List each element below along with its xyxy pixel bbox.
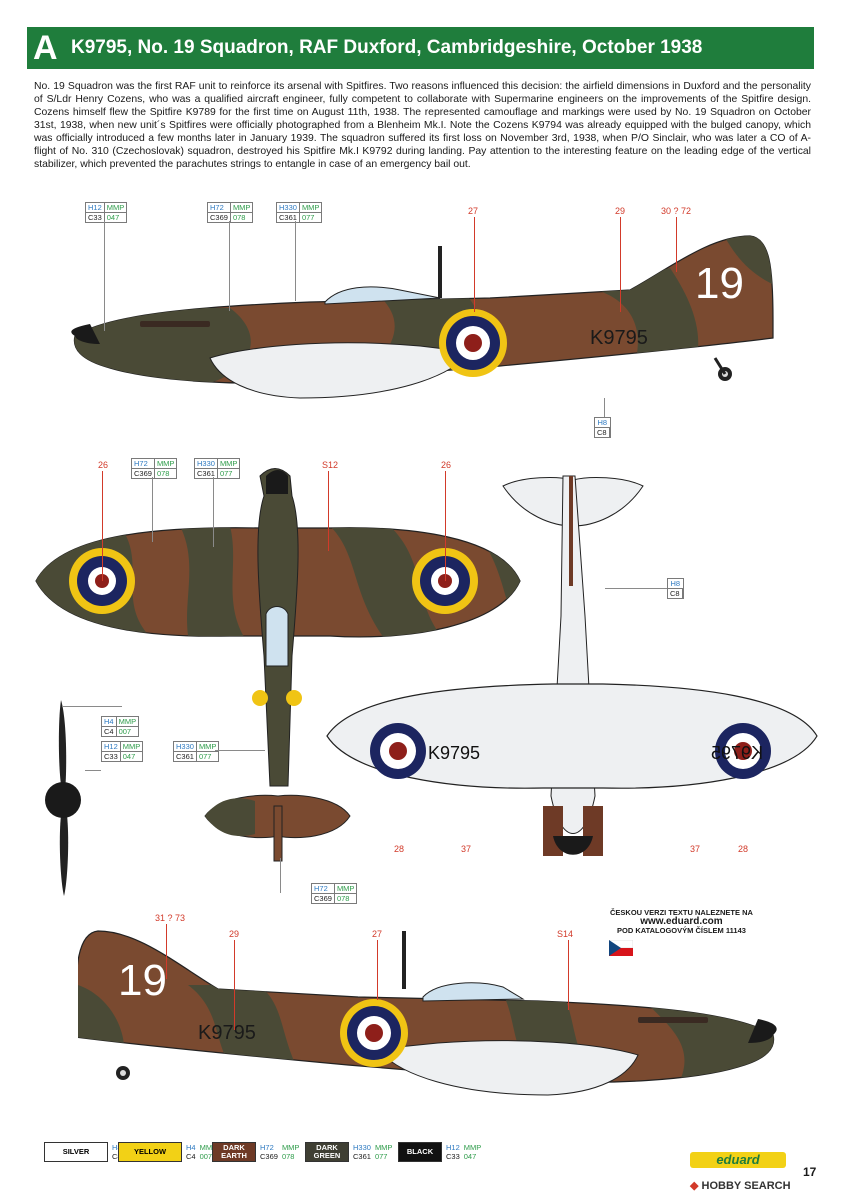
side-view-starboard: 19 K9795 <box>78 930 777 1096</box>
side-view-port: 19 K9795 <box>71 235 774 399</box>
legend-chip: SILVER <box>44 1142 108 1162</box>
profile-letter: A <box>33 29 58 67</box>
page-title: K9795, No. 19 Squadron, RAF Duxford, Cam… <box>71 37 703 58</box>
propeller-view <box>45 700 81 896</box>
squadron-code-bottom: 19 <box>118 956 167 1005</box>
marking-number: S14 <box>557 929 574 939</box>
legend-chip: DARK GREEN <box>305 1142 349 1162</box>
top-view-underside: K9795 K9795 <box>326 475 818 856</box>
page-number: 17 <box>803 1165 817 1179</box>
czech-note: ČESKOU VERZI TEXTU NALEZNETE NA www.edua… <box>610 908 753 935</box>
watermark-icon: ◆ <box>690 1180 699 1192</box>
marking-number: S12 <box>322 460 339 470</box>
squadron-code-top: 19 <box>695 259 744 308</box>
marking-number: 37 <box>690 844 701 854</box>
legend-chip: YELLOW <box>118 1142 182 1162</box>
czech-note-line1: ČESKOU VERZI TEXTU NALEZNETE NA <box>610 908 753 917</box>
marking-number: 29 <box>615 206 626 216</box>
serial-bottom: K9795 <box>198 1022 256 1044</box>
marking-number: 27 <box>468 206 479 216</box>
description-text: No. 19 Squadron was the first RAF unit t… <box>34 81 811 170</box>
czech-flag-icon <box>609 940 633 956</box>
czech-note-line2: POD KATALOGOVÝM ČÍSLEM 11143 <box>617 926 746 935</box>
brand-logo: eduard <box>690 1152 786 1168</box>
marking-number: 28 <box>738 844 749 854</box>
serial-under-right: K9795 <box>711 743 763 763</box>
website-link[interactable]: www.eduard.com <box>640 916 723 927</box>
serial-top: K9795 <box>590 327 648 349</box>
serial-under-left: K9795 <box>428 743 480 763</box>
marking-number: 27 <box>372 929 383 939</box>
marking-number: 30 ? 72 <box>661 206 692 216</box>
top-view-upper <box>35 468 521 862</box>
title-banner: A K9795, No. 19 Squadron, RAF Duxford, C… <box>27 27 814 69</box>
watermark: ◆ HOBBY SEARCH <box>690 1180 791 1192</box>
marking-number: 26 <box>98 460 109 470</box>
marking-number: 26 <box>441 460 452 470</box>
marking-number: 28 <box>394 844 405 854</box>
marking-number: 29 <box>229 929 240 939</box>
marking-number: 37 <box>461 844 472 854</box>
legend-chip: BLACK <box>398 1142 442 1162</box>
marking-number: 31 ? 73 <box>155 913 186 923</box>
legend-chip: DARK EARTH <box>212 1142 256 1162</box>
